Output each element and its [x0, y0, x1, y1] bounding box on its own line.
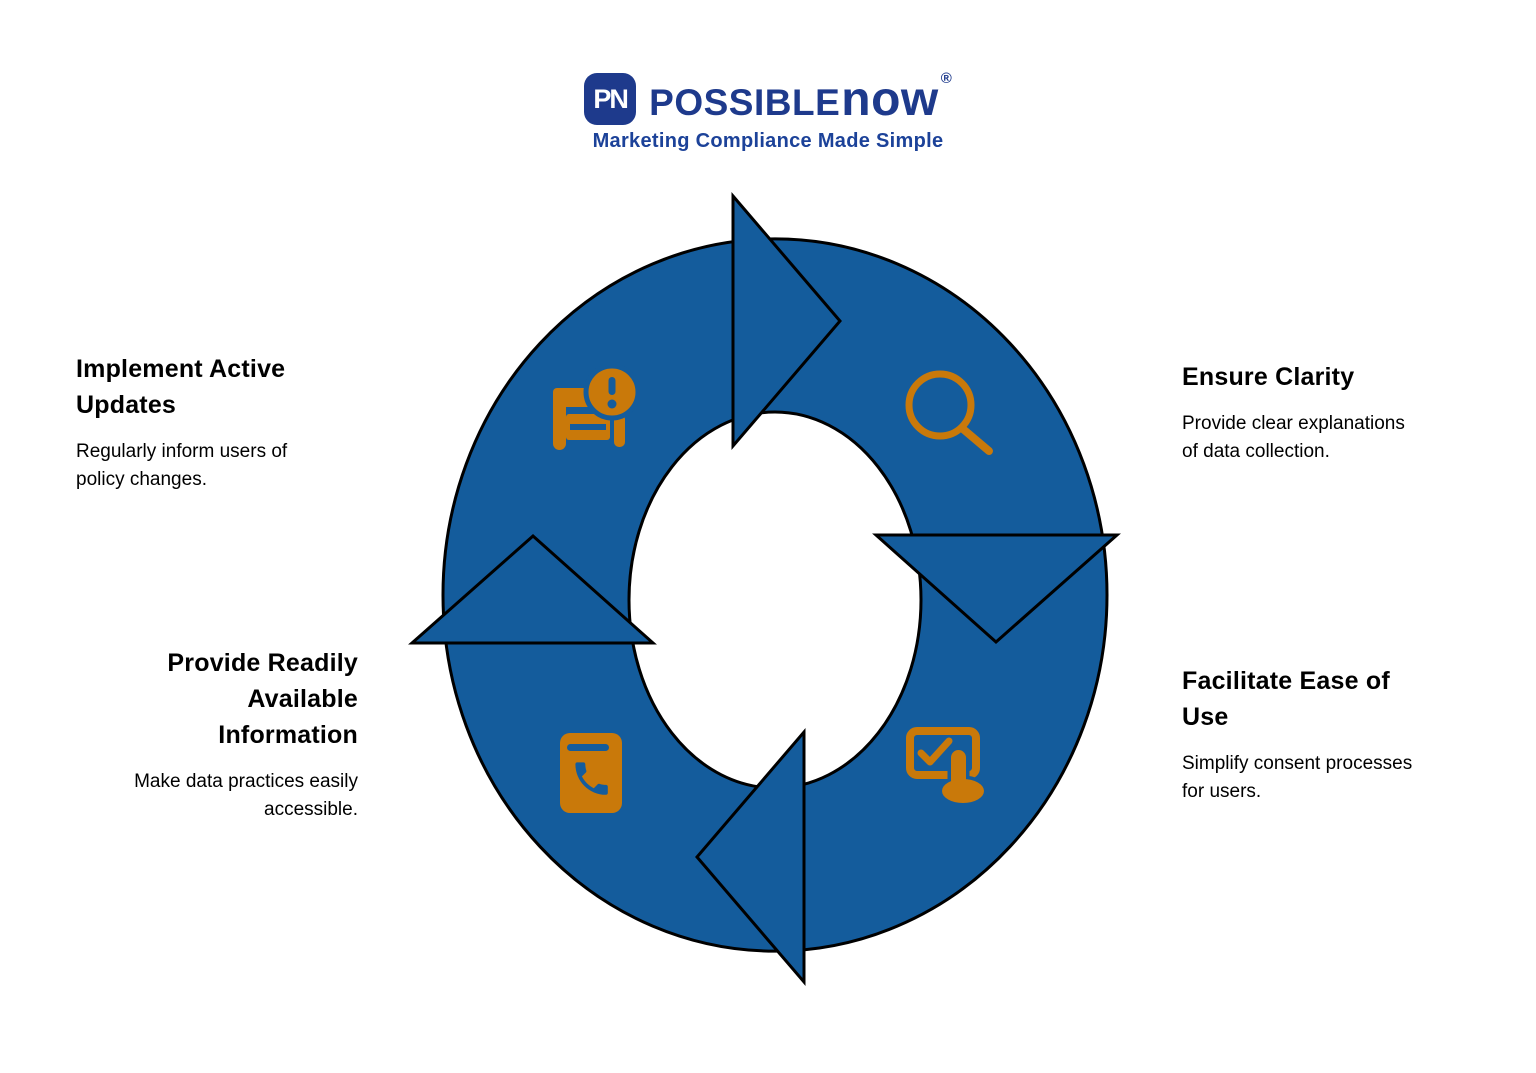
logo-lockup: PN POSSIBLE now ®	[584, 69, 952, 127]
brand-wordmark: POSSIBLE now ®	[649, 69, 952, 127]
step-ensure-clarity: Ensure Clarity Provide clear explanation…	[1182, 359, 1467, 466]
step-provide-readily-available-information: Provide Readily Available Information Ma…	[66, 645, 358, 824]
possiblenow-logo-icon: PN	[584, 73, 637, 125]
contact-book-icon	[560, 733, 622, 813]
cycle-arrow-right	[872, 533, 1121, 645]
search-icon	[905, 370, 993, 455]
cycle-arrow-top	[731, 191, 842, 451]
brand-wordmark-accent: now	[841, 72, 939, 126]
step-title: Implement Active Updates	[76, 355, 286, 419]
brand-header: PN POSSIBLE now ® Marketing Compliance M…	[0, 69, 1536, 153]
brand-wordmark-main: POSSIBLE	[649, 81, 841, 123]
cycle-arrow-left	[408, 533, 657, 645]
registered-trademark: ®	[940, 69, 952, 87]
step-description: Provide clear explanations of data colle…	[1182, 413, 1405, 462]
step-title: Provide Readily Available Information	[167, 649, 358, 749]
step-description: Make data practices easily accessible.	[134, 771, 358, 820]
cycle-arrow-bottom	[695, 727, 806, 987]
pointing-hand-icon	[938, 746, 988, 807]
logo-monogram: PN	[593, 83, 628, 114]
touch-consent-icon	[906, 727, 988, 807]
step-title: Ensure Clarity	[1182, 363, 1355, 391]
step-implement-active-updates: Implement Active Updates Regularly infor…	[76, 351, 346, 494]
policy-update-alert-icon	[553, 363, 641, 450]
step-description: Simplify consent processes for users.	[1182, 753, 1413, 802]
step-facilitate-ease-of-use: Facilitate Ease of Use Simplify consent …	[1182, 663, 1467, 806]
brand-tagline: Marketing Compliance Made Simple	[592, 130, 944, 152]
step-description: Regularly inform users of policy changes…	[76, 441, 288, 490]
step-title: Facilitate Ease of Use	[1182, 667, 1390, 731]
